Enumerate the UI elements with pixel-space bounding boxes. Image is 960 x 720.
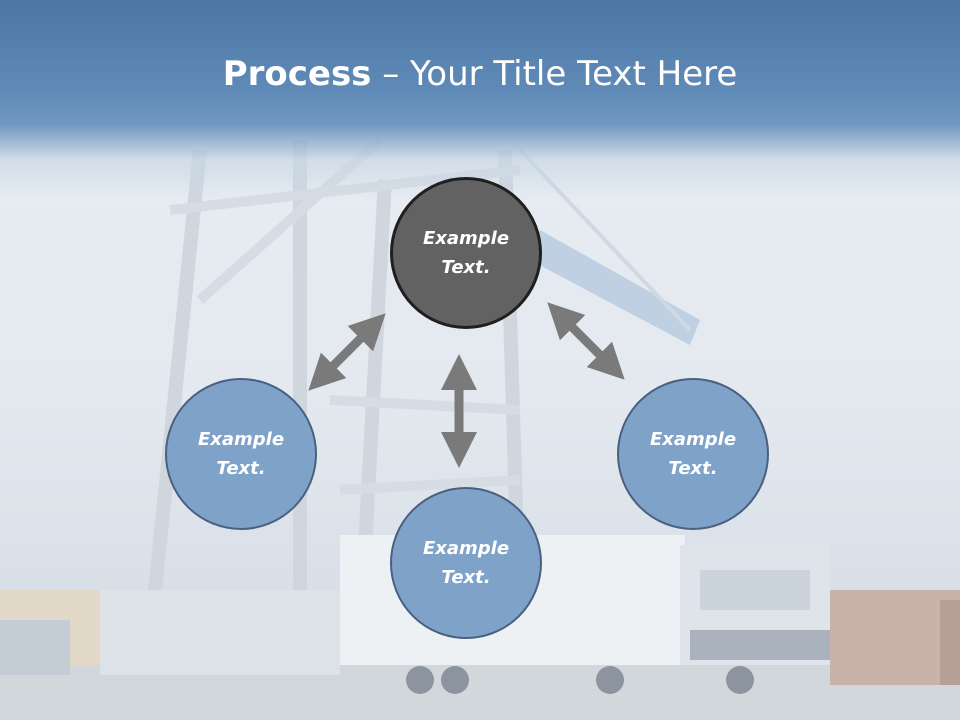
process-node-bottom-label: Example Text. [422, 538, 510, 588]
process-node-right[interactable]: Example Text. [617, 378, 769, 530]
slide-title: Process – Your Title Text Here [0, 52, 960, 96]
title-rest: – Your Title Text Here [371, 54, 738, 94]
title-banner [0, 0, 960, 200]
process-node-right-label: Example Text. [649, 429, 737, 479]
process-node-left[interactable]: Example Text. [165, 378, 317, 530]
process-node-left-label: Example Text. [197, 429, 285, 479]
double-arrow-left-icon [308, 313, 386, 391]
process-node-bottom[interactable]: Example Text. [390, 487, 542, 639]
process-node-top[interactable]: Example Text. [390, 177, 542, 329]
process-node-top-label: Example Text. [422, 228, 510, 278]
title-bold: Process [222, 54, 372, 94]
double-arrow-right-icon [547, 302, 625, 380]
